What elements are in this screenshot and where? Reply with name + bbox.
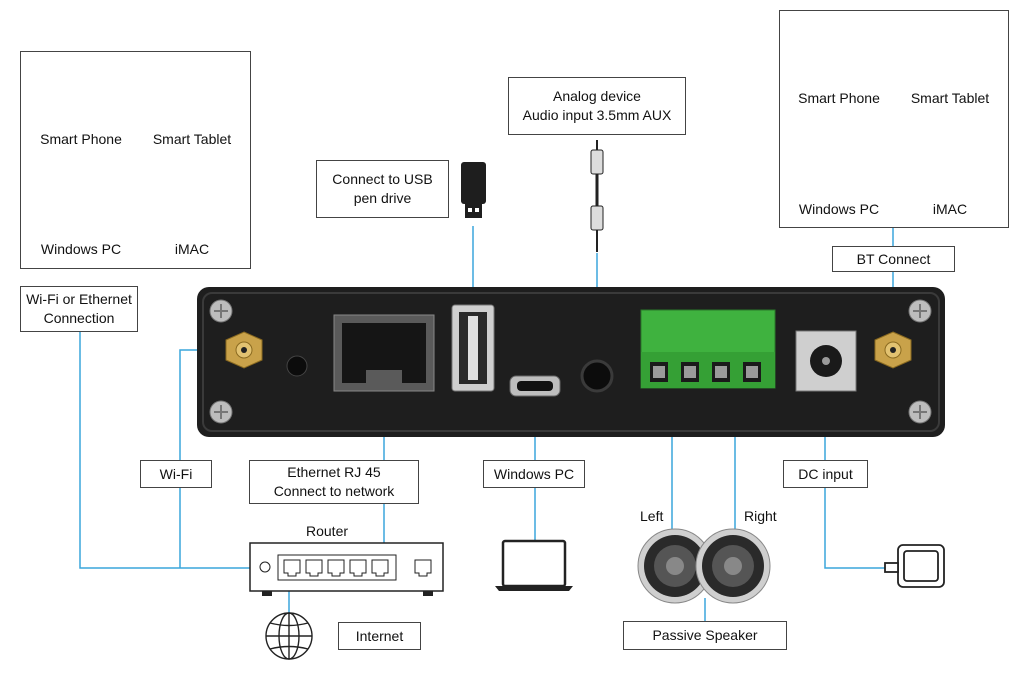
usb-label-line-1: Connect to USB: [332, 171, 433, 187]
left-device-panel: [20, 51, 251, 269]
wifi-ethernet-line-2: Connection: [43, 310, 115, 326]
left-smart-phone-label: Smart Phone: [40, 131, 122, 147]
passive-speaker-right-icon: [695, 528, 771, 604]
wifi-ethernet-connection-label: Wi-Fi or Ethernet Connection: [20, 286, 138, 332]
passive-speaker-left-icon: [637, 528, 713, 604]
dc-jack: [795, 330, 857, 392]
router-label: Router: [306, 523, 349, 539]
usb-pen-drive-label: Connect to USB pen drive: [316, 160, 449, 218]
right-imac-label: iMAC: [932, 201, 968, 217]
speaker-left-label: Left: [640, 508, 664, 524]
right-device-panel: [779, 10, 1009, 228]
aux-label-line-2: Audio input 3.5mm AUX: [522, 107, 672, 123]
bt-antenna-connector: [874, 331, 912, 369]
internet-label: Internet: [338, 622, 421, 650]
router-icon: [249, 542, 444, 596]
usb-port: [451, 304, 495, 392]
bt-connect-label: BT Connect: [832, 246, 955, 272]
ethernet-line-2: Connect to network: [273, 483, 395, 499]
wifi-antenna-connector: [225, 331, 263, 369]
usb-label-line-2: pen drive: [353, 190, 412, 206]
wifi-label: Wi-Fi: [140, 460, 212, 488]
laptop-icon: [495, 539, 573, 591]
wifi-ethernet-line-1: Wi-Fi or Ethernet: [26, 291, 132, 307]
ethernet-port: [333, 314, 435, 392]
right-smart-tablet-label: Smart Tablet: [910, 90, 990, 106]
dc-input-label: DC input: [783, 460, 868, 488]
passive-speaker-label: Passive Speaker: [623, 621, 787, 650]
left-windows-pc-label: Windows PC: [40, 241, 122, 257]
micro-usb-port: [509, 375, 561, 397]
internet-globe-icon: [265, 612, 313, 660]
aux-input-label: Analog device Audio input 3.5mm AUX: [508, 77, 686, 135]
left-smart-tablet-label: Smart Tablet: [152, 131, 232, 147]
windows-pc-usb-label: Windows PC: [483, 460, 585, 488]
ethernet-line-1: Ethernet RJ 45: [287, 464, 381, 480]
aux-jack: [580, 359, 614, 393]
reset-button-hole: [286, 355, 308, 377]
ethernet-rj45-label: Ethernet RJ 45 Connect to network: [249, 460, 419, 504]
aux-cable-icon: [590, 140, 604, 252]
line-dc: [824, 390, 888, 569]
right-smart-phone-label: Smart Phone: [798, 90, 880, 106]
usb-pen-drive-icon: [461, 162, 486, 218]
right-windows-pc-label: Windows PC: [798, 201, 880, 217]
power-adapter-icon: [884, 544, 945, 588]
speaker-right-label: Right: [744, 508, 777, 524]
left-imac-label: iMAC: [174, 241, 210, 257]
aux-label-line-1: Analog device: [553, 88, 641, 104]
speaker-terminal-block: [640, 309, 776, 389]
streamer-device: [197, 287, 945, 437]
line-left-panel-to-router: [79, 332, 250, 569]
